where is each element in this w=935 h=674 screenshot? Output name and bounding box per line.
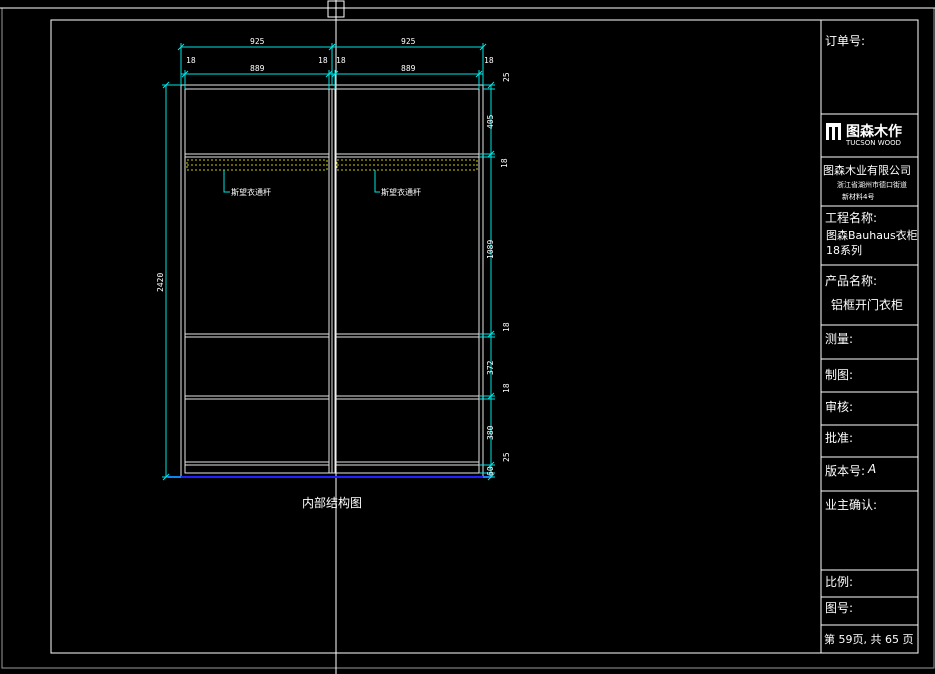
cursor-box [327, 0, 345, 18]
sheet-inner-border [50, 19, 919, 654]
dim-right-2: 18 [500, 158, 509, 168]
dim-right-0: 25 [502, 72, 511, 82]
tucson-logo-icon [826, 123, 841, 140]
logo-en: TUCSON WOOD [846, 139, 902, 147]
dim-top-mid-left: 18 [318, 56, 328, 65]
left-dimension-line [162, 81, 181, 481]
company-address-1: 浙江省湖州市德口街道 [837, 181, 907, 189]
wardrobe-carcass [180, 84, 484, 478]
scale-label: 比例: [825, 575, 854, 589]
company-address-2: 新材料4号 [842, 193, 875, 201]
dim-right-6: 18 [502, 383, 511, 393]
owner-confirm-label: 业主确认: [825, 498, 878, 512]
dim-right-5: 372 [486, 360, 495, 375]
title-block-frame [820, 20, 918, 653]
measure-label: 测量: [825, 332, 854, 346]
dim-right-8: 25 [502, 452, 511, 462]
project-name-1: 图森Bauhaus衣柜 [826, 229, 918, 242]
note-leaders [223, 170, 380, 193]
dim-right-1: 405 [486, 114, 495, 129]
dim-top-side-right: 18 [484, 56, 494, 65]
dim-right-3: 1089 [486, 240, 495, 259]
dim-top-left-inner: 889 [250, 64, 265, 73]
page-count: 第 59页, 共 65 页 [824, 633, 914, 646]
hanging-rail-left [186, 159, 328, 171]
version-value: A [868, 462, 877, 476]
hanging-rail-right [336, 159, 478, 171]
review-label: 审核: [825, 400, 854, 414]
dim-right-7: 380 [486, 425, 495, 440]
dim-right-4: 18 [502, 322, 511, 332]
dim-right-9: 60 [486, 466, 495, 476]
rail-note-left: 斯望衣通杆 [231, 187, 271, 197]
project-label: 工程名称: [825, 211, 878, 225]
dim-top-left-outer: 925 [250, 37, 265, 46]
right-dimension-chain [479, 81, 495, 481]
company-name: 图森木业有限公司 [823, 164, 911, 177]
dim-top-side-left: 18 [186, 56, 196, 65]
rail-note-right: 斯望衣通杆 [381, 187, 421, 197]
drawing-caption: 内部结构图 [302, 496, 363, 510]
dim-top-mid-right: 18 [336, 56, 346, 65]
top-dimension-lines [177, 43, 487, 89]
project-name-2: 18系列 [826, 244, 862, 257]
drawing-no-label: 图号: [825, 601, 854, 615]
dim-overall-height: 2420 [156, 273, 165, 292]
dim-top-right-outer: 925 [401, 37, 416, 46]
version-label: 版本号: [825, 464, 866, 478]
logo-cn: 图森木作 [846, 124, 902, 140]
product-label: 产品名称: [825, 274, 878, 288]
sheet-outer-border [1, 7, 935, 669]
approve-label: 批准: [825, 431, 854, 445]
draw-label: 制图: [825, 368, 854, 382]
product-name: 铝框开门衣柜 [831, 298, 904, 312]
order-no-label: 订单号: [825, 34, 866, 48]
dim-top-right-inner: 889 [401, 64, 416, 73]
